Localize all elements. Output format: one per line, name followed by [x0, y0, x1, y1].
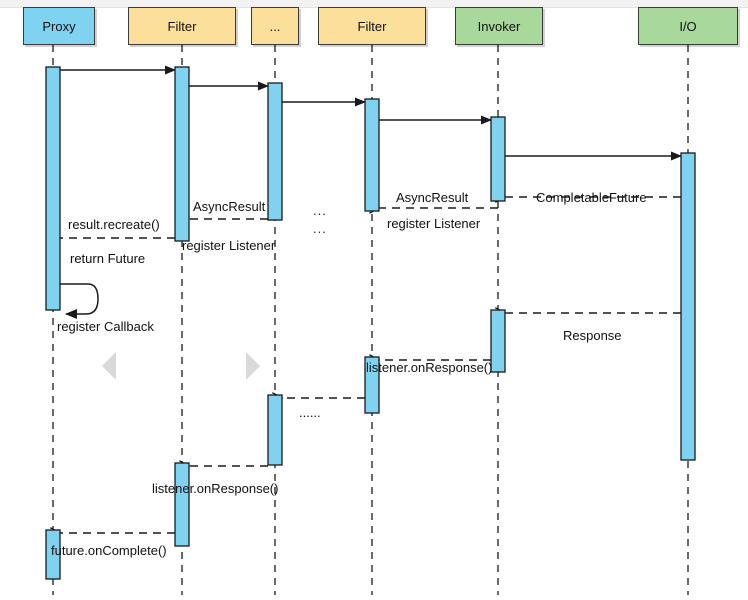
- participant-header-proxy[interactable]: Proxy: [23, 7, 95, 45]
- activation-bar-proxy: [45, 66, 61, 311]
- activations-layer: [45, 66, 696, 580]
- message-label-m7: AsyncResult: [396, 190, 469, 205]
- participant-header-filter1[interactable]: Filter: [128, 7, 236, 45]
- message-self-m13: [60, 283, 99, 319]
- participant-label: I/O: [679, 18, 697, 34]
- message-label-m6: CompletableFuture: [536, 190, 647, 205]
- message-label-m18: future.onComplete(): [51, 543, 167, 558]
- message-label-m14: Response: [563, 328, 622, 343]
- participant-header-filter2[interactable]: Filter: [318, 7, 426, 45]
- messages-layer: [60, 65, 682, 533]
- participant-label: Invoker: [477, 18, 521, 34]
- activation-bar-filter1: [174, 66, 190, 242]
- message-label-m8: register Listener: [387, 216, 481, 231]
- activation-bar-filter1: [174, 462, 190, 547]
- activation-bar-proxy: [45, 529, 61, 580]
- message-label-m10: register Listener: [182, 238, 276, 253]
- participant-label: ...: [269, 18, 281, 34]
- participant-header-io[interactable]: I/O: [638, 7, 738, 45]
- participant-label: Filter: [357, 18, 387, 34]
- message-label-m12: return Future: [70, 251, 146, 266]
- inline-ellipsis-d1: ...: [313, 203, 327, 218]
- message-label-m13: register Callback: [57, 319, 154, 334]
- nav-triangle-left-icon: [102, 352, 116, 380]
- message-label-m17: listener.onResponse(): [152, 481, 279, 496]
- participant-label: Proxy: [42, 18, 76, 34]
- message-label-m16: ......: [299, 405, 321, 420]
- activation-bar-filter2: [364, 356, 380, 414]
- message-label-m11: result.recreate(): [68, 217, 160, 232]
- activation-bar-ellipsis: [267, 394, 283, 466]
- message-label-m9: AsyncResult: [193, 199, 266, 214]
- activation-bar-filter2: [364, 98, 380, 212]
- inline-ellipsis-d2: ...: [313, 221, 327, 236]
- participant-header-invoker[interactable]: Invoker: [455, 7, 543, 45]
- participant-label: Filter: [167, 18, 197, 34]
- activation-bar-ellipsis: [267, 82, 283, 221]
- message-label-m15: listener.onResponse(): [366, 360, 493, 375]
- activation-bar-invoker: [490, 309, 506, 373]
- activation-bar-io: [680, 152, 696, 461]
- participant-header-ellipsis[interactable]: ...: [251, 7, 299, 45]
- activation-bar-invoker: [490, 116, 506, 202]
- nav-triangle-right-icon: [246, 352, 260, 380]
